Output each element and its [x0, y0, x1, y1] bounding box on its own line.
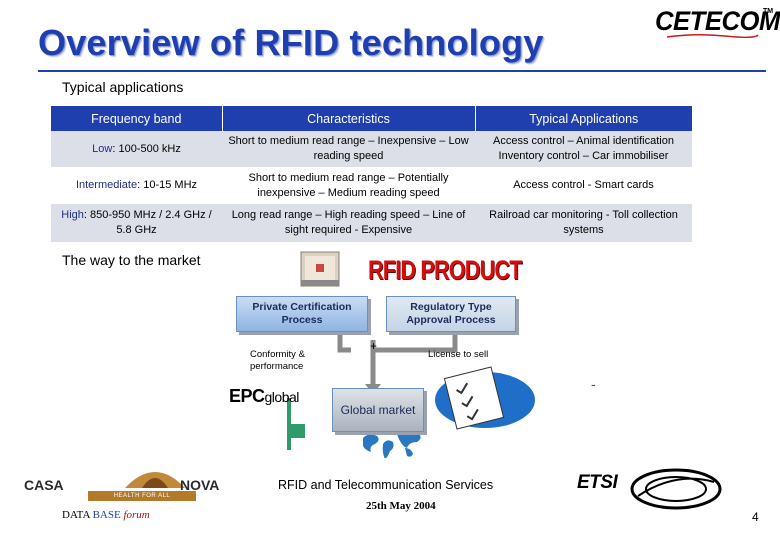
- band-name: Intermediate: [75, 179, 138, 191]
- table-row: Low: 100-500 kHz Short to medium read ra…: [51, 131, 692, 167]
- casanova-left: CASA: [24, 477, 64, 493]
- characteristics-cell: Long read range – High reading speed – L…: [222, 204, 475, 242]
- table-header-row: Frequency band Characteristics Typical A…: [51, 106, 692, 131]
- header-characteristics: Characteristics: [222, 106, 476, 131]
- applications-table: Frequency band Characteristics Typical A…: [51, 106, 692, 242]
- section-typical-applications: Typical applications: [62, 79, 184, 95]
- page-number: 4: [752, 510, 759, 524]
- epc-text: EPC: [229, 386, 265, 406]
- title-underline: [38, 70, 766, 72]
- db-data: DATA: [62, 509, 90, 521]
- db-forum: forum: [123, 509, 150, 521]
- plus-sign: +: [370, 339, 378, 353]
- green-stripe: [287, 398, 291, 450]
- casanova-right: NOVA: [180, 477, 220, 493]
- band-cell: Low: 100-500 kHz: [51, 131, 222, 167]
- cetecom-trademark: TM: [763, 8, 774, 15]
- event-date: 25th May 2004: [366, 500, 436, 512]
- cetecom-swoosh-icon: [666, 33, 759, 39]
- band-range: : 10-15 MHz: [137, 179, 198, 191]
- epc-global-text: global: [264, 389, 300, 405]
- connector-left: [337, 332, 351, 353]
- etsi-globe-icon: [630, 468, 722, 510]
- regulatory-approval-box: Regulatory Type Approval Process: [386, 296, 516, 332]
- table-row: High: 850-950 MHz / 2.4 GHz / 5.8 GHz Lo…: [51, 204, 692, 242]
- epcglobal-logo: EPCglobal: [229, 386, 299, 407]
- slide-title: Overview of RFID technology: [38, 22, 544, 63]
- rfid-chip-icon: [300, 251, 340, 287]
- connector-right: [375, 332, 458, 353]
- applications-cell: Railroad car monitoring - Toll collectio…: [475, 204, 692, 242]
- database-forum-logo: DATA BASE forum: [62, 509, 150, 521]
- stray-dash: -: [591, 376, 596, 392]
- applications-cell: Access control - Smart cards: [475, 167, 692, 204]
- band-range: : 850-950 MHz / 2.4 GHz / 5.8 GHz: [83, 209, 212, 236]
- license-label: License to sell: [428, 349, 489, 360]
- band-range: : 100-500 kHz: [112, 142, 181, 155]
- casanova-dome-icon: [125, 472, 185, 488]
- casanova-ribbon: HEALTH FOR ALL: [88, 491, 196, 501]
- characteristics-cell: Short to medium read range – Potentially…: [222, 167, 475, 204]
- characteristics-cell: Short to medium read range – Inexpensive…: [222, 131, 475, 167]
- header-typical-applications: Typical Applications: [475, 106, 692, 131]
- conformity-label: Conformity & performance: [250, 349, 305, 372]
- table-row: Intermediate: 10-15 MHz Short to medium …: [51, 167, 692, 204]
- section-way-to-market: The way to the market: [62, 252, 201, 268]
- cetecom-logo: CETECOM: [655, 6, 780, 36]
- etsi-logo: ETSI: [577, 472, 618, 493]
- header-frequency-band: Frequency band: [51, 106, 223, 131]
- event-title: RFID and Telecommunication Services: [278, 478, 494, 492]
- green-square: [291, 424, 305, 438]
- world-map-icon: [363, 432, 421, 458]
- band-cell: Intermediate: 10-15 MHz: [51, 167, 222, 204]
- band-name: High: [61, 209, 84, 221]
- band-name: Low: [92, 142, 113, 155]
- db-base: BASE: [92, 509, 121, 521]
- private-certification-box: Private Certification Process: [236, 296, 368, 332]
- applications-cell: Access control – Animal identification I…: [475, 131, 692, 167]
- band-cell: High: 850-950 MHz / 2.4 GHz / 5.8 GHz: [51, 204, 222, 242]
- market-diagram: [287, 251, 535, 458]
- license-document-icon: [435, 366, 535, 430]
- rfid-product-label: RFID PRODUCT: [368, 255, 522, 285]
- global-market-box: Global market: [332, 388, 424, 432]
